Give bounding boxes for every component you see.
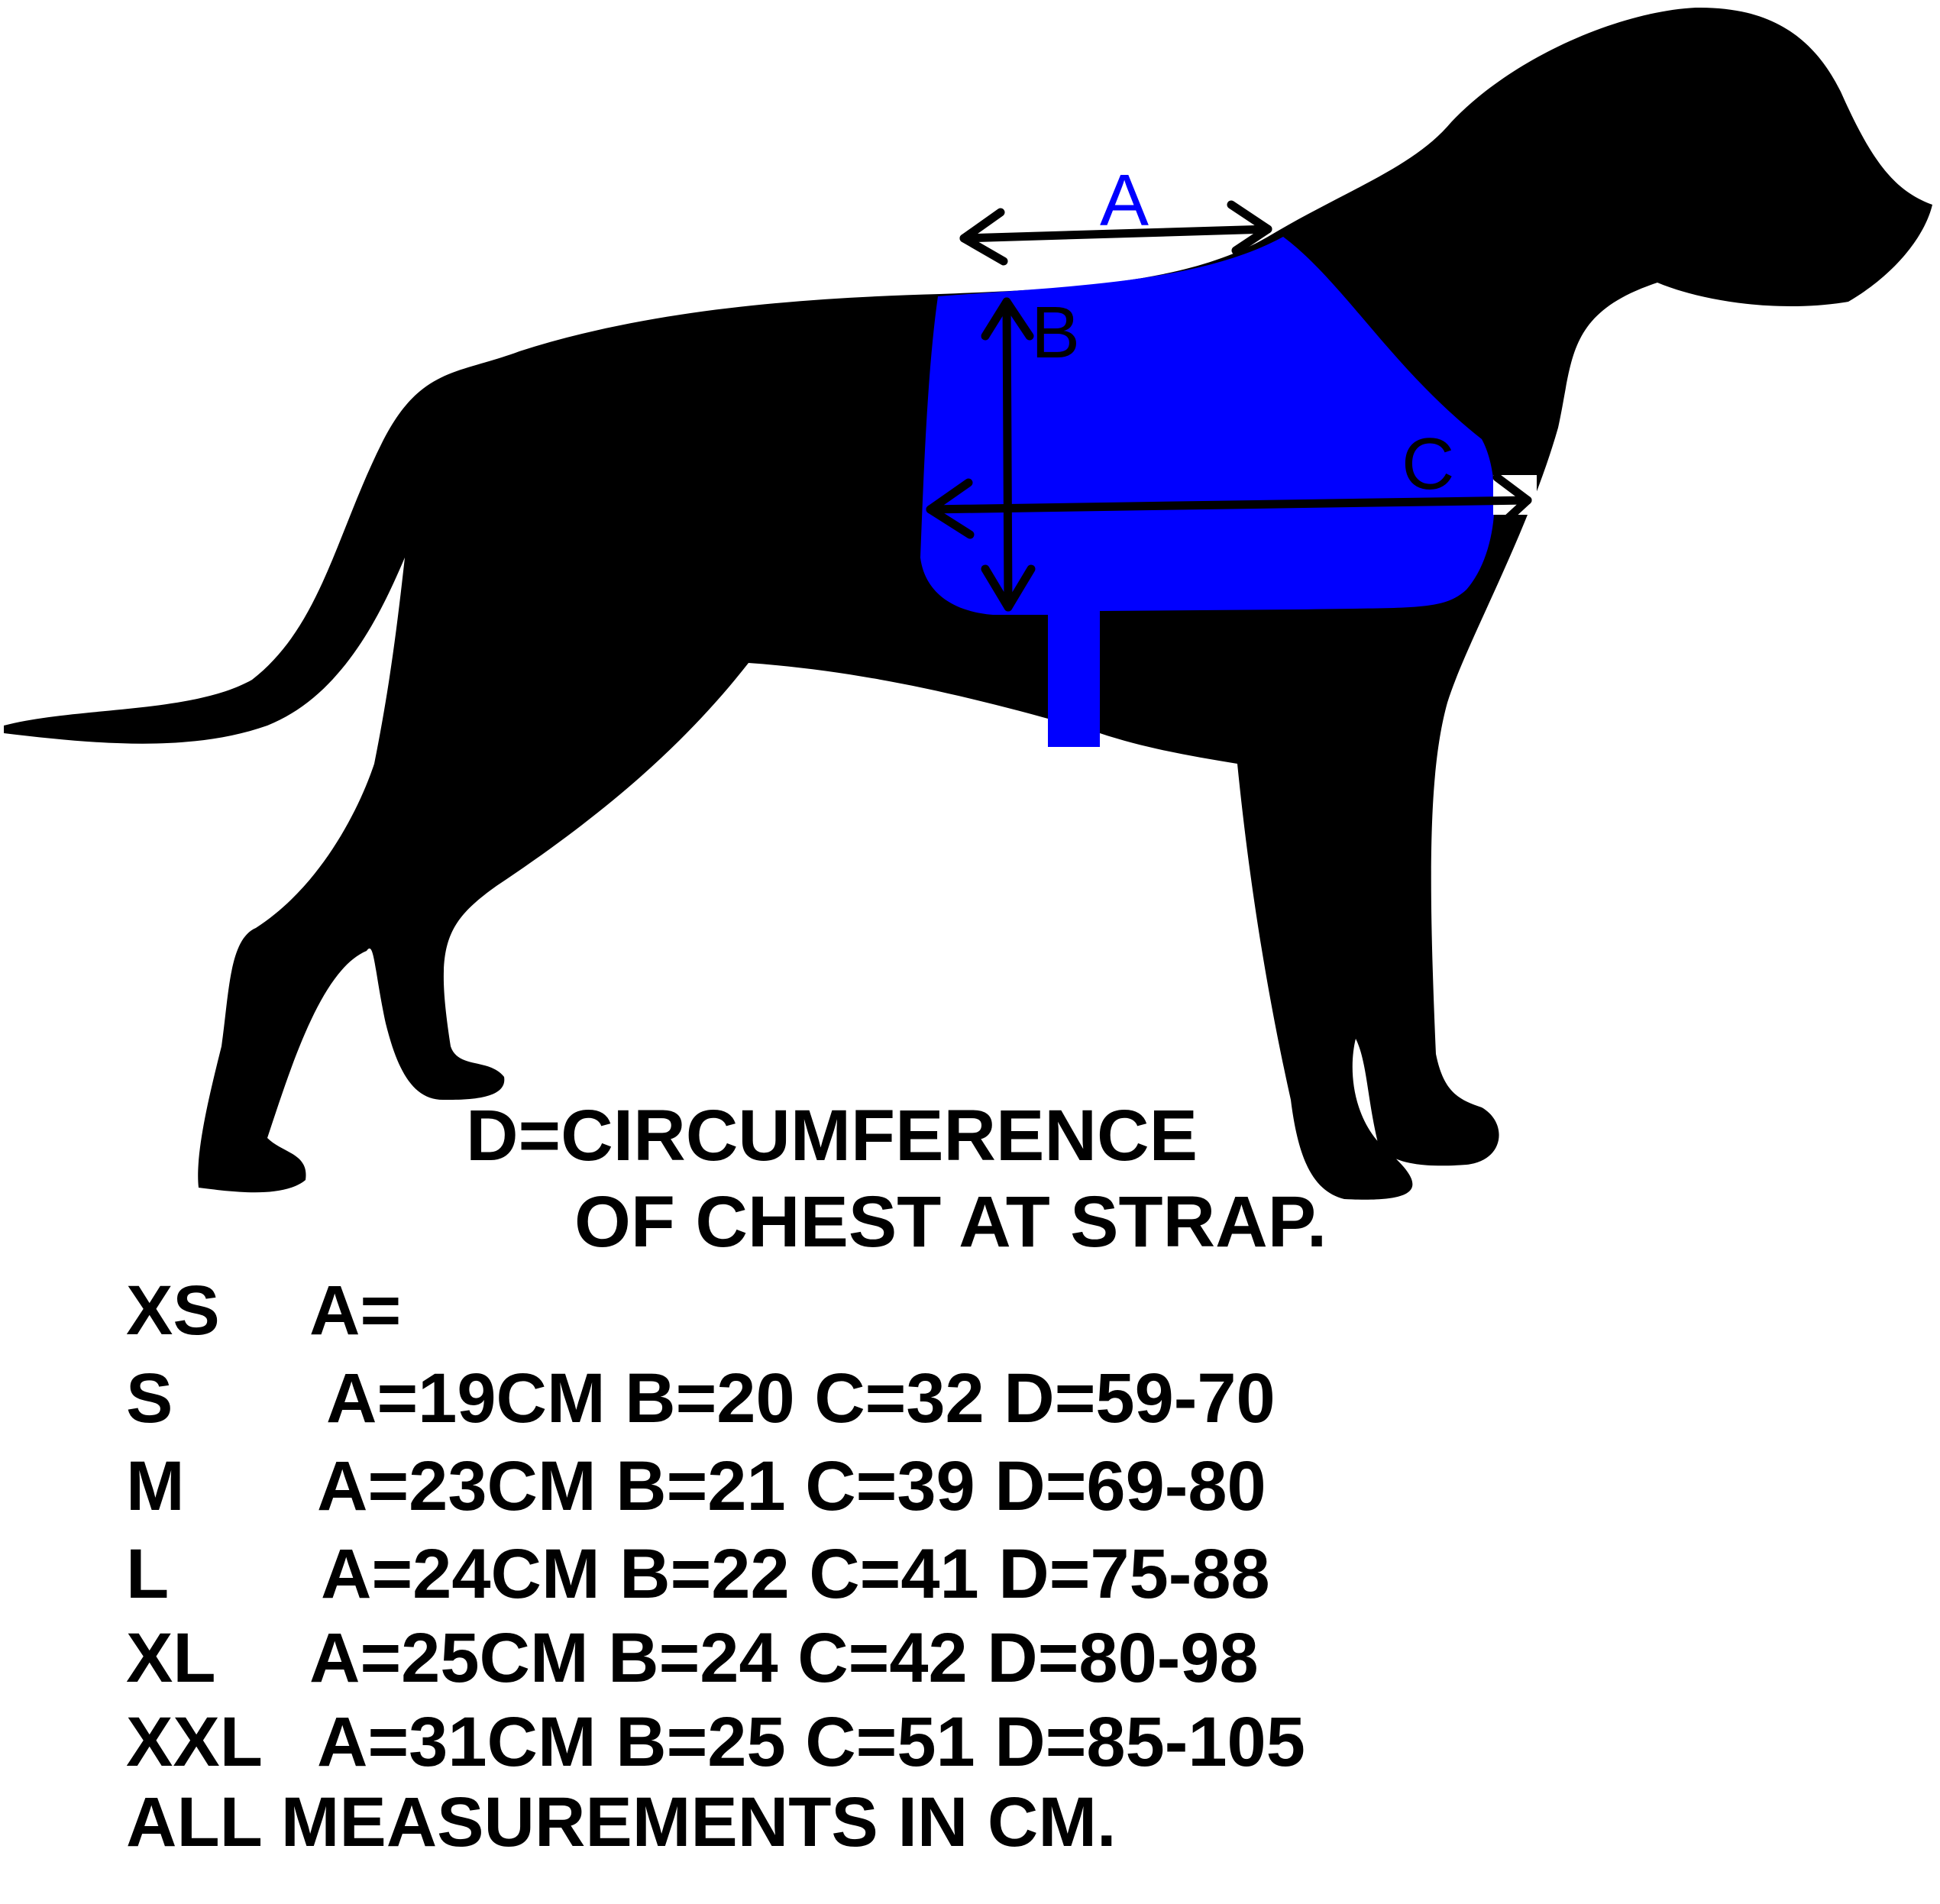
size-label: S <box>126 1359 173 1437</box>
label-b: B <box>1031 292 1080 373</box>
arrow-b <box>1002 297 1013 612</box>
arrow-b-head-top <box>981 297 1034 341</box>
size-spec: A=23CM B=21 C=39 D=69-80 <box>317 1447 1266 1525</box>
size-label: M <box>126 1447 185 1525</box>
size-spec: A=24CM B=22 C=41 D=75-88 <box>321 1535 1270 1613</box>
dog-coat-diagram: A B C <box>4 7 1932 1200</box>
size-spec: A=19CM B=20 C=32 D=59-70 <box>326 1359 1276 1437</box>
arrow-a <box>959 225 1272 243</box>
size-spec: A= <box>309 1272 402 1350</box>
definition-line-1: D=CIRCUMFERENCE <box>466 1095 1198 1176</box>
size-label: L <box>126 1535 170 1613</box>
measurement-arrows <box>926 200 1532 612</box>
dog-coat <box>920 237 1495 747</box>
arrow-a-head-right <box>1227 200 1272 255</box>
size-label: XL <box>126 1619 216 1697</box>
arrow-a-head-left <box>959 208 1008 266</box>
arrow-c <box>926 496 1532 514</box>
measurement-unit-note: ALL MEASUREMENTS IN CM. <box>126 1783 1117 1861</box>
size-label: XS <box>126 1272 220 1350</box>
label-c: C <box>1402 423 1454 505</box>
arrow-c-head-right <box>1492 473 1532 532</box>
size-spec: A=31CM B=25 C=51 D=85-105 <box>317 1703 1305 1781</box>
arrow-c-head-left <box>926 478 975 539</box>
size-label: XXL <box>126 1703 263 1781</box>
size-spec: A=25CM B=24 C=42 D=80-98 <box>309 1619 1259 1697</box>
arrow-b-head-bottom <box>981 564 1036 612</box>
label-a: A <box>1100 160 1149 241</box>
definition-line-2: OF CHEST AT STRAP. <box>574 1182 1327 1262</box>
